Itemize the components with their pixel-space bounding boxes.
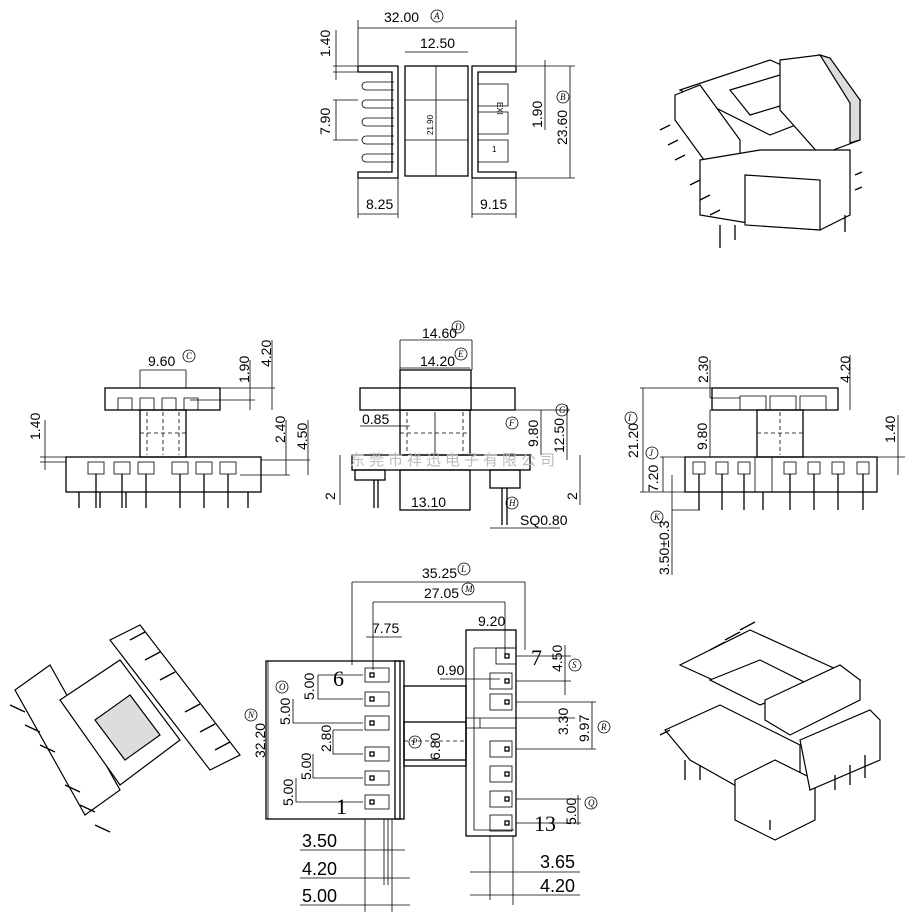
pin-label-13: 13: [534, 811, 556, 836]
dim-flange-gap: 12.50: [551, 418, 567, 453]
dim-flange-thickness: 1.40: [317, 30, 333, 57]
dim-left-1: 3.50: [302, 831, 337, 851]
dim-slot-width: 0.90: [437, 662, 464, 678]
dim-left-block: 7.75: [372, 620, 399, 636]
dim-window-height: 9.80: [525, 420, 541, 447]
dim-window-height-right: 9.80: [694, 423, 710, 450]
right-side-view: 21.20 I 2.30 4.20 9.80 1.40 7.20 J 3.50±…: [624, 355, 905, 575]
watermark: 东莞市祥迅电子有限公司: [350, 451, 559, 469]
pin-label-1: 1: [336, 794, 347, 819]
ref-h: H: [508, 498, 516, 508]
mark-1: 1: [492, 145, 497, 154]
mark-exi: EXI: [495, 102, 504, 115]
dim-base-offset: 1.40: [27, 413, 43, 440]
dim-overall-length: 32.20: [252, 723, 268, 758]
ref-n: N: [247, 710, 255, 720]
dim-core-width-bottom: 6.80: [427, 733, 443, 760]
dim-right-pitch-top: 4.50: [549, 645, 565, 672]
ref-r: R: [600, 722, 607, 732]
dim-pin-span: 7.90: [317, 108, 333, 135]
dim-right-block: 9.20: [478, 613, 505, 629]
ref-l: L: [460, 564, 466, 574]
pin-label-6: 6: [333, 666, 344, 691]
bottom-view: 35.25 L 27.05 M 9.20 7.75 P 6.80: [244, 562, 611, 912]
dim-core-depth: 21.90: [426, 114, 435, 135]
dim-right-2: 4.20: [540, 876, 575, 896]
dim-standoff-right: 2: [564, 492, 580, 500]
front-view: 14.60 D 14.20 E 0.85 F 9.80 12.50 G 2 2 …: [322, 320, 581, 529]
dim-overall-depth: 23.60: [554, 110, 570, 145]
dim-pin-length: 3.50±0.3: [656, 520, 672, 575]
dim-flange-height-right: 4.20: [837, 356, 853, 383]
ref-a: A: [433, 11, 440, 21]
dim-right-1: 3.65: [540, 852, 575, 872]
dim-top-slot: 2.30: [695, 356, 711, 383]
dim-right-flange: 9.15: [480, 196, 507, 212]
dim-left-pitch-b: 5.00: [277, 698, 293, 725]
dim-right-pitch-bottom: 5.00: [563, 798, 579, 825]
top-view: 32.00 A 12.50 21.90 EXI 1: [317, 9, 575, 218]
ref-m: M: [464, 584, 473, 594]
dim-left-pitch-d: 5.00: [280, 779, 296, 806]
dim-right-span: 9.97: [576, 715, 592, 742]
dim-slot-pitch: 1.90: [529, 101, 545, 128]
ref-e: E: [457, 349, 464, 359]
dim-outer-width: 14.60: [422, 325, 457, 341]
ref-o: O: [279, 682, 286, 692]
ref-s: S: [572, 660, 577, 670]
dim-pin-size: SQ0.80: [520, 512, 568, 528]
ref-c: C: [186, 351, 193, 361]
ref-d: D: [454, 322, 462, 332]
ref-g: G: [559, 405, 566, 415]
dim-base-offset-right: 1.40: [882, 416, 898, 443]
dim-base-height: 4.50: [294, 423, 310, 450]
dim-inner-span: 27.05: [424, 585, 459, 601]
dim-left-pitch-a: 5.00: [301, 673, 317, 700]
ref-f: F: [508, 418, 515, 428]
ref-q: Q: [588, 798, 595, 808]
dim-flange-height: 4.20: [258, 340, 274, 367]
dim-flange-width: 9.60: [148, 353, 175, 369]
dim-center-gap: 2.80: [318, 725, 334, 752]
isometric-view-top: [659, 53, 863, 248]
dim-slot-depth: 1.90: [236, 356, 252, 383]
left-side-view: 9.60 C 1.90 4.20 1.40 2.40 4.50: [27, 340, 310, 508]
dim-inner-width: 14.20: [420, 353, 455, 369]
ref-b: B: [560, 92, 566, 102]
ref-k: K: [653, 512, 661, 522]
dim-core-width: 12.50: [420, 35, 455, 51]
ref-j: J: [649, 448, 654, 458]
dim-standoff-left: 2: [322, 492, 338, 500]
dim-pin-row-span: 35.25: [422, 565, 457, 581]
isometric-view-bottom-left: [9, 624, 241, 833]
ref-i: I: [627, 413, 632, 423]
dim-bottom-width: 13.10: [411, 494, 446, 510]
ref-p: P: [411, 737, 418, 747]
dim-base-step: 2.40: [272, 416, 288, 443]
pin-label-7: 7: [531, 645, 542, 670]
dim-left-pitch-c: 5.00: [298, 753, 314, 780]
isometric-view-bottom-right: [659, 621, 881, 841]
dim-center-slot: 3.30: [555, 708, 571, 735]
dim-left-2: 4.20: [302, 859, 337, 879]
dim-wall: 0.85: [362, 411, 389, 427]
dim-total-height: 21.20: [625, 423, 641, 458]
dim-left-3: 5.00: [302, 886, 337, 906]
dim-left-flange: 8.25: [366, 196, 393, 212]
dim-base-height-right: 7.20: [645, 465, 661, 492]
dim-overall-width: 32.00: [384, 9, 419, 25]
